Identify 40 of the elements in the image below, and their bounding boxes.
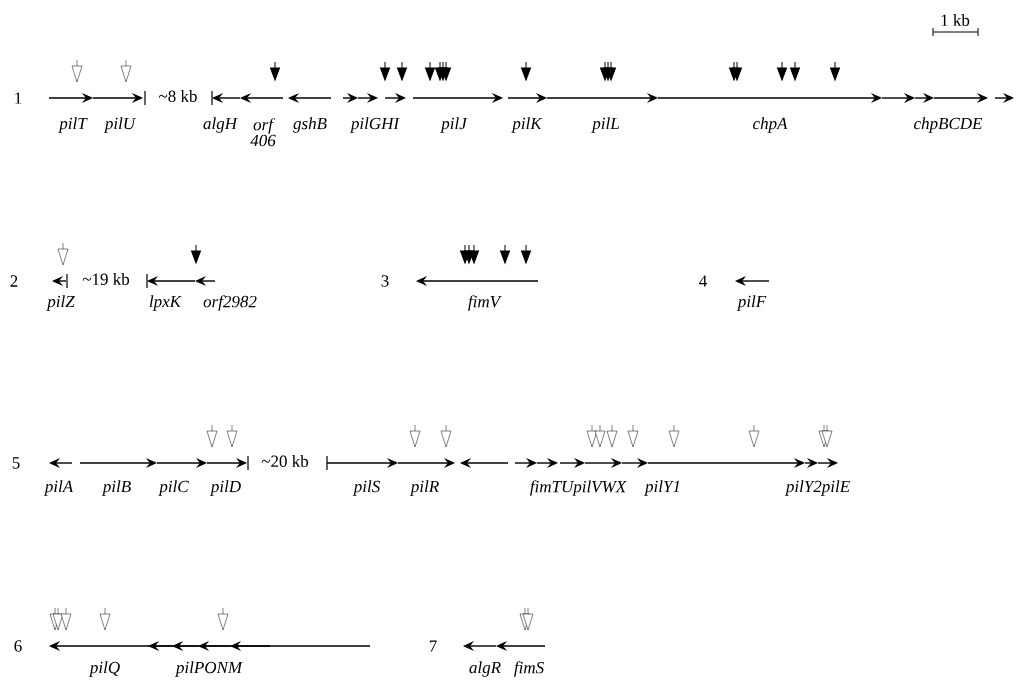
gene-label: pilY1	[644, 479, 682, 497]
gene-label: algR	[467, 660, 503, 678]
gene-label: algH	[202, 116, 238, 134]
gene-label: gshB	[292, 116, 328, 134]
gene-label: pilR	[409, 479, 441, 497]
gene-label: pilL	[591, 116, 621, 134]
gene-label: pilB	[101, 479, 133, 497]
gene-label: orf 406	[247, 117, 279, 148]
gene-label: pilF	[736, 294, 768, 312]
gene-label: orf2982	[202, 294, 258, 312]
gene-label: lpxK	[147, 294, 183, 312]
gene-label: pilD	[209, 479, 243, 497]
row-number: 6	[12, 639, 24, 653]
row-number: 2	[8, 274, 20, 288]
gene-label: pilJ	[440, 116, 468, 134]
length-label: ~19 kb	[81, 272, 131, 286]
gene-label: pilQ	[88, 660, 122, 678]
length-label: ~8 kb	[157, 89, 199, 103]
row-number: 5	[10, 456, 22, 470]
gene-label: pilZ	[46, 294, 76, 312]
gene-label: pilGHI	[349, 116, 401, 134]
gene-label: chpA	[751, 116, 789, 134]
gene-label: pilY2pilE	[784, 479, 852, 497]
gene-label: chpBCDE	[912, 116, 984, 134]
gene-label: fimS	[512, 660, 546, 678]
gene-label: pilS	[352, 479, 382, 497]
gene-label: pilPONM	[174, 660, 244, 678]
row-number: 4	[697, 274, 709, 288]
gene-label: pilC	[158, 479, 190, 497]
gene-label: pilT	[58, 116, 88, 134]
row-number: 3	[379, 274, 391, 288]
length-label: ~20 kb	[260, 454, 310, 468]
gene-label: fimTUpilVWX	[528, 479, 628, 497]
gene-label: pilA	[43, 479, 75, 497]
length-label: 1 kb	[939, 13, 971, 27]
gene-label: pilU	[103, 116, 137, 134]
gene-label: fimV	[466, 294, 502, 312]
gene-label: pilK	[511, 116, 543, 134]
row-number: 7	[427, 639, 439, 653]
row-number: 1	[12, 91, 24, 105]
